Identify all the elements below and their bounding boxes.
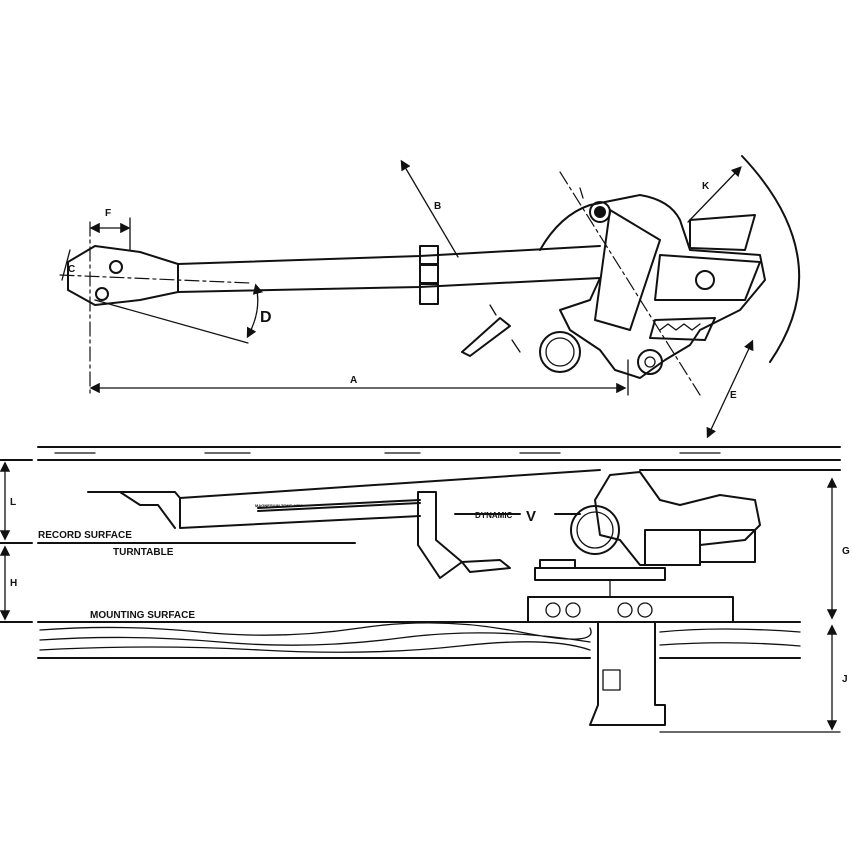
tube-label: MAGNESIUM TONE-ARM: [255, 503, 303, 508]
dimension-e-line: [706, 339, 754, 439]
label-l: L: [10, 497, 16, 508]
turntable-label: TURNTABLE: [113, 547, 174, 558]
label-b: B: [434, 201, 441, 212]
offset-line: [94, 299, 249, 344]
label-a: A: [350, 375, 357, 386]
arm-tube-top: [177, 245, 601, 293]
arm-centerline: [59, 274, 251, 284]
mounting-surface-label: MOUNTING SURFACE: [90, 610, 195, 621]
arc-radius: [741, 155, 801, 363]
label-j: J: [842, 674, 848, 685]
dimension-c-line: [61, 249, 71, 281]
collar: [419, 264, 439, 284]
label-f: F: [105, 208, 111, 219]
dimension-b-line: [400, 159, 459, 258]
label-g: G: [842, 546, 850, 557]
dimension-d-arc: [246, 283, 263, 339]
brand-logo-mark: V: [526, 508, 536, 525]
collar: [419, 283, 439, 305]
arm-tube-side: [87, 469, 601, 529]
tube-stripe: [257, 502, 421, 512]
pivot-assembly-top: [461, 171, 766, 396]
label-e: E: [730, 390, 737, 401]
arm-rest: [417, 491, 463, 579]
tube-stripe: [257, 499, 421, 509]
label-c: C: [68, 264, 75, 275]
top-view: [59, 155, 801, 439]
label-k: K: [702, 181, 710, 192]
headshell-hole: [95, 287, 109, 301]
side-view: [0, 446, 841, 733]
record-surface-label: RECORD SURFACE: [38, 530, 132, 541]
pivot-assembly-side: [527, 469, 841, 733]
brand-logo: DYNAMIC: [475, 511, 513, 520]
label-h: H: [10, 578, 17, 589]
headshell-top: [67, 245, 179, 306]
label-d: D: [260, 309, 272, 326]
dimension-k-line: [687, 166, 742, 223]
mounting-board: [37, 622, 801, 659]
headshell-hole: [109, 260, 123, 274]
cue-lever: [461, 559, 511, 573]
